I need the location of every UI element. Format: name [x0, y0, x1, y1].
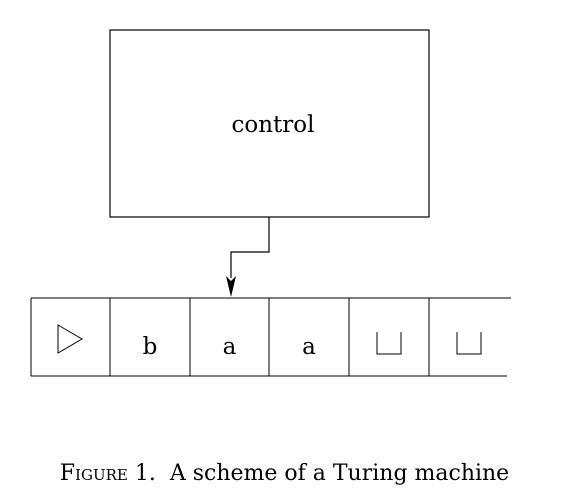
tape-cell: a	[189, 298, 237, 376]
tape-cell: a	[268, 298, 316, 376]
figure-label: Figure 1.	[59, 461, 156, 486]
control-label: control	[232, 112, 315, 138]
tape-symbol: b	[143, 334, 158, 360]
tape-symbol: a	[302, 334, 316, 360]
head-connector	[230, 217, 270, 278]
head-arrow-icon	[226, 276, 236, 297]
blank-symbol-icon	[456, 332, 482, 355]
tape-cell	[348, 298, 402, 376]
blank-symbol-icon	[376, 332, 402, 355]
tape-cell	[428, 298, 482, 376]
figure-caption: Figure 1. A scheme of a Turing machine	[0, 458, 569, 490]
tape-cell: b	[109, 298, 158, 376]
start-marker-icon	[57, 324, 83, 354]
caption-text: A scheme of a Turing machine	[169, 461, 510, 486]
tape-cell	[30, 298, 83, 376]
tape-symbol: a	[223, 334, 237, 360]
